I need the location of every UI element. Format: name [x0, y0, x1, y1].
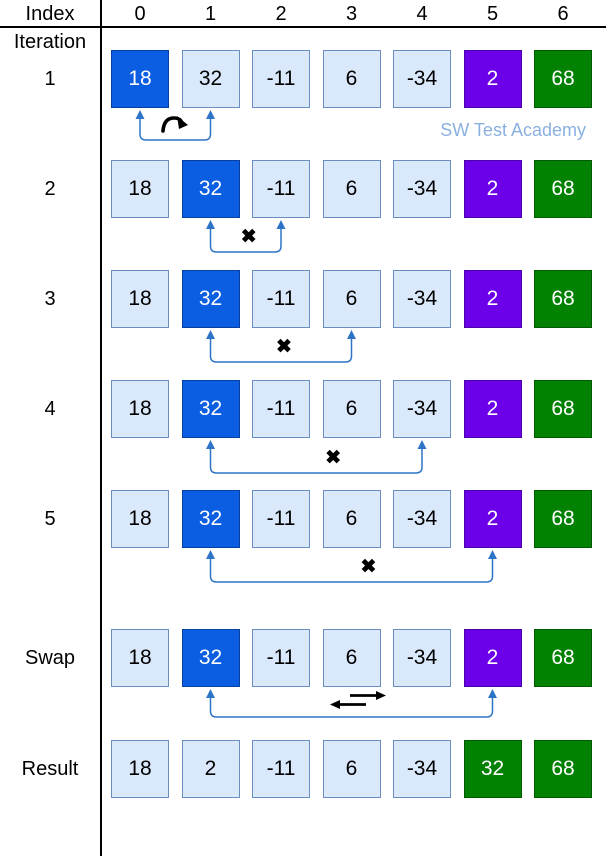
array-cell: 6: [322, 270, 381, 328]
watermark-text: SW Test Academy: [440, 120, 586, 140]
index-number: 3: [345, 3, 358, 25]
index-number: 6: [557, 3, 569, 25]
array-cell: -34: [393, 490, 451, 548]
array-cell: 32: [181, 490, 240, 548]
array-cell: -34: [393, 629, 451, 687]
array-cell: 2: [463, 50, 522, 108]
index-number: 1: [204, 3, 217, 25]
array-cell: 6: [322, 740, 381, 798]
array-cell: -11: [252, 160, 310, 218]
array-cell: 18: [111, 50, 169, 108]
row-label: Result: [21, 757, 79, 780]
index-number: 0: [134, 3, 146, 25]
array-cell: -11: [252, 270, 310, 328]
array-cell: 32: [181, 380, 240, 438]
array-cell: 68: [534, 160, 592, 218]
array-cell: 68: [534, 629, 592, 687]
array-cell: 18: [111, 740, 169, 798]
array-cell: 2: [463, 490, 522, 548]
iteration-header-label: Iteration: [13, 31, 87, 53]
array-cell: 6: [322, 380, 381, 438]
index-header-label: Index: [25, 3, 75, 25]
connector-arrowhead-icon: [206, 220, 215, 229]
array-cell: -11: [252, 740, 310, 798]
array-cell: 18: [111, 629, 169, 687]
array-cell: 6: [322, 50, 381, 108]
row-label: 2: [44, 177, 56, 200]
connector-arrowhead-icon: [347, 330, 356, 339]
no-swap-cross-icon: ✖: [325, 447, 342, 469]
row-label: 5: [44, 507, 56, 530]
array-cell: -11: [252, 50, 310, 108]
array-cell: 6: [322, 160, 381, 218]
array-cell: -34: [393, 50, 451, 108]
array-cell: 6: [322, 629, 381, 687]
compare-curved-arrow-icon: [160, 111, 190, 139]
comparison-connector: [209, 448, 423, 474]
array-cell: 68: [534, 50, 592, 108]
array-cell: 68: [534, 490, 592, 548]
connector-arrowhead-icon: [488, 550, 497, 559]
array-cell: 32: [181, 50, 240, 108]
array-cell: 68: [534, 740, 592, 798]
index-number: 4: [416, 3, 428, 25]
row-label: 4: [44, 397, 56, 420]
array-cell: 2: [463, 270, 522, 328]
comparison-connector: [209, 558, 494, 583]
array-cell: -34: [393, 160, 451, 218]
swap-arrows-icon: [328, 691, 388, 713]
array-cell: -34: [393, 270, 451, 328]
connector-arrowhead-icon: [135, 110, 145, 119]
array-cell: 6: [322, 490, 381, 548]
row-label: 1: [44, 67, 56, 90]
connector-arrowhead-icon: [417, 440, 427, 449]
row-label: Swap: [24, 646, 76, 669]
array-cell: 2: [463, 380, 522, 438]
array-cell: 32: [181, 160, 240, 218]
connector-arrowhead-icon: [206, 689, 215, 698]
array-cell: -11: [252, 490, 310, 548]
array-cell: 68: [534, 270, 592, 328]
array-cell: 32: [181, 270, 240, 328]
no-swap-cross-icon: ✖: [360, 556, 377, 578]
header-divider-line: [0, 26, 606, 28]
array-cell: 32: [181, 629, 240, 687]
array-cell: 68: [534, 380, 592, 438]
array-cell: 2: [463, 160, 522, 218]
row-label: 3: [44, 287, 56, 310]
array-cell: 32: [463, 740, 522, 798]
connector-arrowhead-icon: [206, 110, 215, 119]
array-cell: -34: [393, 740, 451, 798]
connector-arrowhead-icon: [276, 220, 286, 229]
array-cell: -11: [252, 380, 310, 438]
no-swap-cross-icon: ✖: [240, 226, 257, 248]
array-cell: 2: [463, 629, 522, 687]
column-divider-line: [100, 0, 102, 856]
connector-arrowhead-icon: [206, 440, 215, 449]
array-cell: 18: [111, 270, 169, 328]
array-cell: -34: [393, 380, 451, 438]
connector-arrowhead-icon: [206, 330, 215, 339]
array-cell: 18: [111, 490, 169, 548]
array-cell: -11: [252, 629, 310, 687]
connector-arrowhead-icon: [488, 689, 497, 698]
array-cell: 2: [181, 740, 240, 798]
array-cell: 18: [111, 160, 169, 218]
index-number: 5: [486, 3, 499, 25]
index-number: 2: [275, 3, 287, 25]
connector-arrowhead-icon: [206, 550, 215, 559]
array-cell: 18: [111, 380, 169, 438]
no-swap-cross-icon: ✖: [276, 336, 292, 358]
